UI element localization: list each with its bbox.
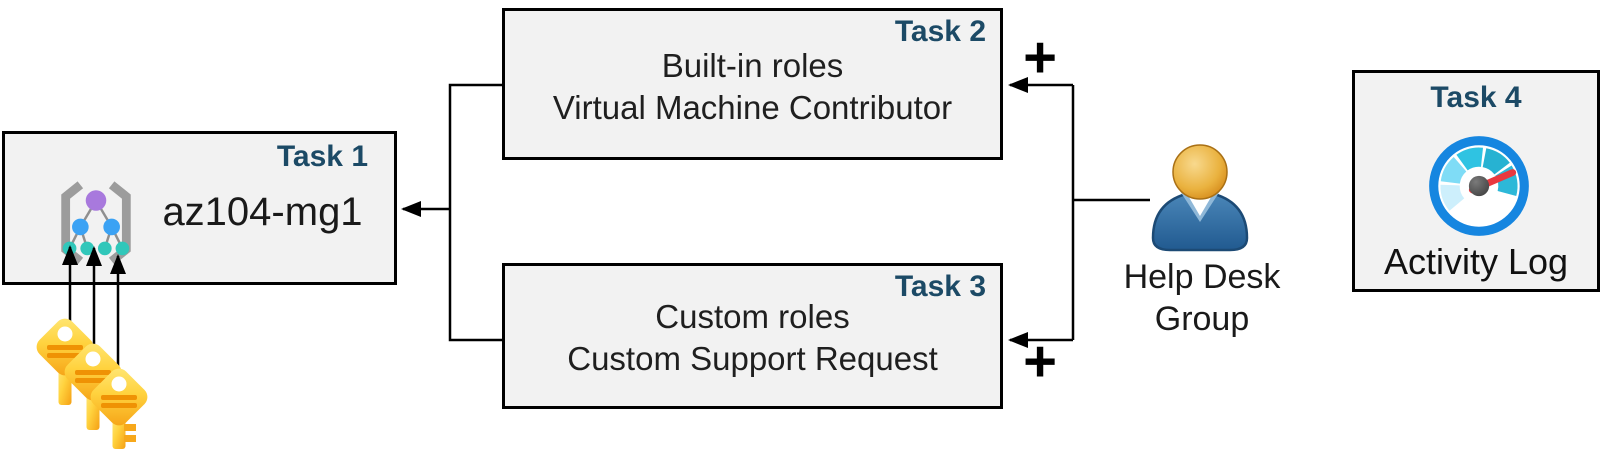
task1-name: az104-mg1 bbox=[162, 190, 363, 234]
task4-badge: Task 4 bbox=[1430, 81, 1522, 114]
key-icon bbox=[36, 318, 94, 405]
group-label: Help Desk Group bbox=[1123, 258, 1281, 338]
task2-line2: Virtual Machine Contributor bbox=[552, 89, 953, 126]
task3-badge: Task 3 bbox=[894, 270, 986, 303]
task2-badge: Task 2 bbox=[894, 15, 986, 48]
plus-top-symbol: + bbox=[1023, 25, 1057, 90]
key-icon bbox=[90, 368, 148, 449]
management-group-icon bbox=[61, 181, 131, 265]
task4-caption: Activity Log bbox=[1383, 241, 1569, 282]
task1-box: Task 1 az104-mg1 bbox=[2, 131, 397, 285]
task2-box: Task 2 Built-in roles Virtual Machine Co… bbox=[502, 8, 1003, 160]
task3-box: Task 3 Custom roles Custom Support Reque… bbox=[502, 263, 1003, 409]
task3-line2: Custom Support Request bbox=[567, 340, 938, 377]
key-icon bbox=[64, 343, 122, 430]
key-icons bbox=[36, 318, 148, 449]
plus-bottom-symbol: + bbox=[1023, 329, 1057, 394]
task4-box: Task 4 Activity Log bbox=[1352, 70, 1600, 292]
task3-line1: Custom roles bbox=[655, 298, 850, 335]
task1-badge: Task 1 bbox=[276, 140, 368, 173]
task2-line1: Built-in roles bbox=[661, 47, 844, 84]
user-icon bbox=[1151, 144, 1249, 252]
gauge-icon bbox=[1429, 136, 1529, 236]
